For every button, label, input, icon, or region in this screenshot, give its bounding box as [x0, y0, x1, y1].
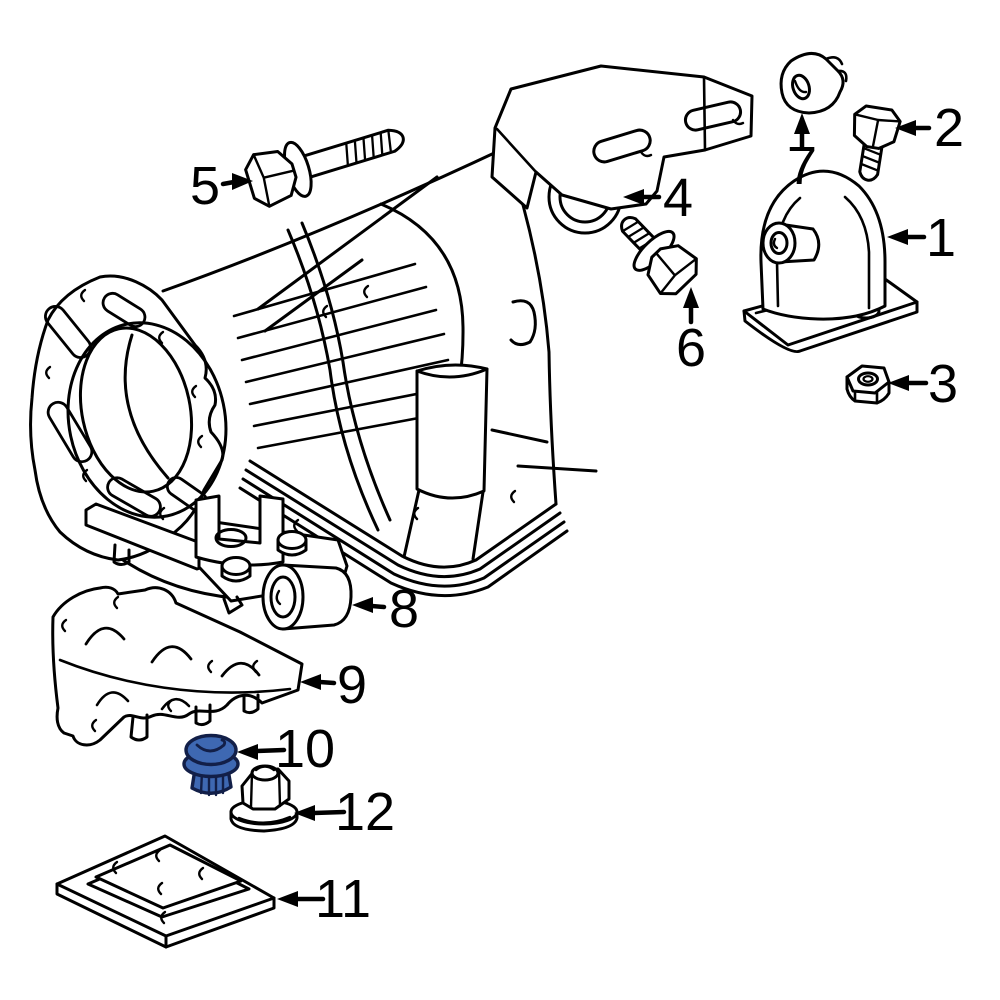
callout-5[interactable]: 5 [190, 156, 253, 216]
callout-10-arrow [254, 747, 287, 754]
part-5-bolt[interactable] [242, 110, 411, 210]
callout-11-arrowhead [277, 891, 298, 907]
callout-10[interactable]: 10 [237, 719, 335, 779]
callout-3-label[interactable]: 3 [928, 354, 958, 414]
part-11-plate[interactable] [55, 834, 276, 949]
part-1-transmission-mount[interactable] [742, 169, 919, 354]
callout-2[interactable]: 2 [895, 98, 964, 158]
callout-11-label[interactable]: 11 [315, 869, 371, 929]
callout-9-arrow [317, 679, 337, 686]
callout-6-arrowhead [683, 287, 699, 308]
part-3-hex-nut[interactable] [845, 364, 891, 405]
callout-1[interactable]: 1 [887, 208, 956, 268]
callout-12-label[interactable]: 12 [335, 782, 395, 842]
callout-6[interactable]: 6 [676, 287, 706, 378]
callout-8-label[interactable]: 8 [389, 579, 419, 639]
bracket-strap [194, 494, 285, 567]
callout-9[interactable]: 9 [300, 655, 367, 715]
transmission-case-drawing [29, 144, 598, 600]
callout-4-label[interactable]: 4 [663, 168, 693, 228]
part-4-bracket[interactable] [490, 64, 754, 235]
diagram-root: 1 2 3 4 5 [29, 52, 964, 949]
callout-2-label[interactable]: 2 [934, 98, 964, 158]
callout-4[interactable]: 4 [623, 168, 693, 228]
case-hole-marks [45, 284, 517, 533]
callout-7-label[interactable]: 7 [787, 136, 817, 196]
callout-1-arrowhead [887, 229, 908, 245]
callout-2-arrowhead [895, 120, 916, 136]
part-7-grommet[interactable] [779, 52, 848, 115]
callout-7-arrowhead [794, 113, 810, 134]
callout-9-label[interactable]: 9 [337, 655, 367, 715]
callout-6-label[interactable]: 6 [676, 318, 706, 378]
part-6-bolt[interactable] [605, 202, 704, 302]
callout-4-arrowhead [623, 189, 644, 205]
callout-8-arrow [369, 603, 387, 610]
callout-7[interactable]: 7 [787, 113, 817, 196]
callout-1-label[interactable]: 1 [926, 208, 956, 268]
callout-12[interactable]: 12 [294, 782, 395, 842]
part-8-support-bracket[interactable] [84, 494, 353, 631]
callout-11[interactable]: 11 [277, 869, 371, 929]
callout-10-label[interactable]: 10 [275, 719, 335, 779]
part-12-flange-nut[interactable] [229, 764, 299, 833]
transmission-bore [78, 326, 194, 494]
callout-8[interactable]: 8 [352, 579, 419, 639]
callout-9-arrowhead [300, 674, 321, 690]
callout-3[interactable]: 3 [888, 354, 958, 414]
callout-layer: 1 2 3 4 5 [190, 98, 964, 929]
callout-12-arrow [311, 809, 347, 816]
callout-5-arrowhead [232, 173, 253, 190]
callout-5-label[interactable]: 5 [190, 156, 220, 216]
callout-3-arrowhead [888, 375, 909, 391]
callout-8-arrowhead [352, 597, 373, 613]
callout-12-arrowhead [294, 805, 315, 821]
part-2-bolt[interactable] [845, 104, 902, 183]
callout-10-arrowhead [237, 744, 258, 760]
part-9-crossmember-bracket[interactable] [51, 585, 304, 747]
part-10-insulator-highlighted[interactable] [182, 733, 240, 797]
case-top-edge [161, 146, 507, 293]
output-shaft-housing [415, 363, 489, 500]
